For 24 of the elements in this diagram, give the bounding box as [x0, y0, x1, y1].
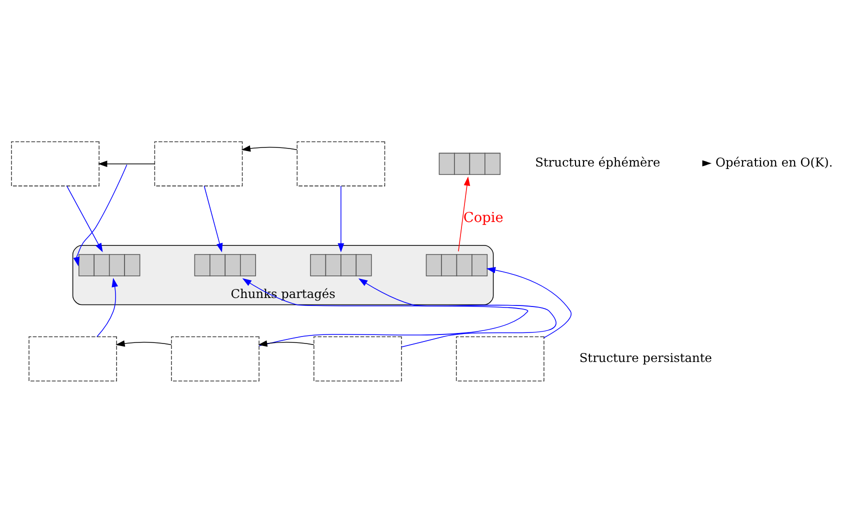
arrow — [358, 278, 556, 348]
arrow — [66, 186, 103, 252]
arrow — [116, 340, 172, 347]
arrow — [242, 278, 528, 346]
node-box — [28, 336, 117, 382]
label: Structure éphémère — [535, 156, 660, 170]
arrow — [98, 160, 156, 168]
node-box — [11, 141, 100, 186]
arrow — [96, 278, 118, 338]
node-box — [171, 336, 260, 382]
arrow — [486, 266, 572, 338]
node-box — [314, 336, 402, 382]
label: Structure persistante — [579, 350, 712, 365]
edge-label: Copie — [463, 210, 504, 226]
node-box — [296, 141, 386, 186]
arrow — [258, 340, 314, 347]
arrow — [204, 186, 223, 252]
arrow — [73, 164, 128, 266]
label: ► Opération en O(K). — [702, 156, 833, 170]
node-box — [456, 336, 544, 382]
arrow — [338, 186, 344, 252]
arrow — [458, 176, 470, 252]
node-box — [154, 141, 243, 186]
arrow — [241, 145, 298, 152]
